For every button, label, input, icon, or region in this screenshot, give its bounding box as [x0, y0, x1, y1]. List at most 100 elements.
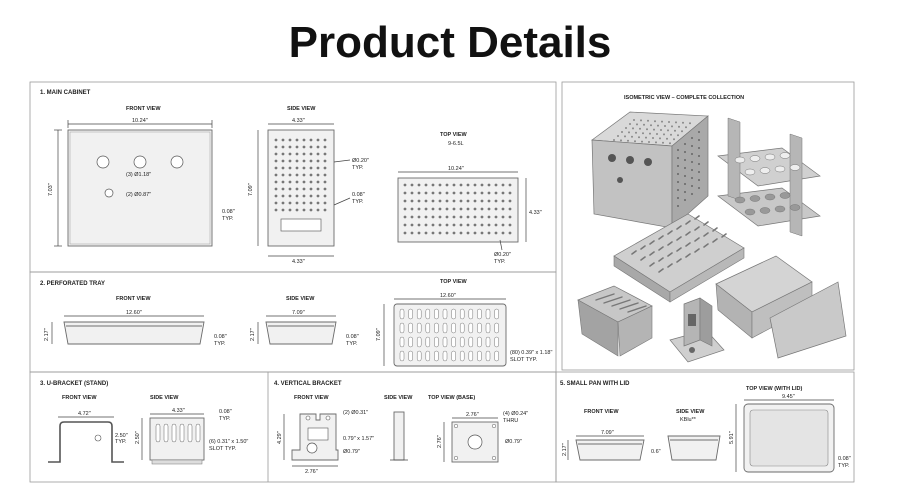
perforation-hole — [480, 191, 484, 195]
slot — [425, 336, 431, 348]
perforation-hole — [691, 185, 693, 187]
iso-small-pan — [715, 255, 847, 359]
perforation-hole — [508, 199, 512, 203]
perforation-hole — [288, 173, 292, 177]
pan-top-view: 9.45" 5.91" 0.08" TYP. — [729, 394, 851, 473]
slot — [640, 245, 646, 250]
perforation-hole — [288, 152, 292, 156]
iso-vertical-bracket — [669, 297, 725, 363]
label-perf-dia: Ø0.20" — [352, 158, 369, 164]
slot — [703, 243, 709, 248]
dim-top-depth: 2.76" — [437, 435, 443, 448]
perforation-hole — [663, 133, 665, 136]
section-heading: 4. VERTICAL BRACKET — [274, 381, 342, 387]
slot — [459, 336, 465, 348]
perforation-hole — [274, 152, 278, 156]
perforation-hole — [452, 183, 456, 187]
tray-front-view: 12.60" 2.17" 0.08" TYP. — [44, 310, 227, 347]
perforation-hole — [281, 173, 285, 177]
perforation-hole — [323, 194, 327, 198]
perforation-hole — [302, 166, 306, 170]
perforation-hole — [288, 208, 292, 212]
slot — [649, 251, 655, 256]
perforation-hole — [682, 121, 684, 124]
perforation-hole — [316, 208, 320, 212]
slot — [694, 237, 700, 242]
perforation-hole — [617, 135, 619, 137]
slot — [408, 322, 413, 334]
perforation-hole — [675, 121, 677, 124]
perforation-hole — [677, 134, 679, 137]
perforation-hole — [691, 169, 693, 171]
rack-hole — [744, 208, 756, 216]
perforation-hole — [684, 183, 686, 185]
perforation-hole — [438, 231, 442, 235]
perforation-hole — [309, 173, 313, 177]
perforation-hole — [288, 187, 292, 191]
label-front-edge: 0.08" — [214, 334, 227, 340]
perforation-hole — [501, 183, 505, 187]
perforation-hole — [466, 183, 470, 187]
perforation-hole — [309, 159, 313, 163]
perforation-hole — [501, 223, 505, 227]
tray-top-view: 12.60" 7.09" (80) 0.39" x 1.18" SLOT TYP… — [376, 293, 552, 367]
perforation-hole — [452, 215, 456, 219]
perforation-hole — [431, 199, 435, 203]
perforation-hole — [648, 141, 650, 143]
label-top-dia: Ø0.79" — [505, 439, 522, 445]
slot — [416, 336, 422, 348]
iso-main-cabinet — [591, 111, 709, 229]
perforation-hole — [684, 191, 686, 193]
frame-small-pan — [555, 371, 855, 483]
svg-text:SLOT TYP.: SLOT TYP. — [209, 446, 237, 452]
perforation-hole — [431, 231, 435, 235]
slot — [627, 305, 647, 313]
perforation-hole — [508, 231, 512, 235]
perforation-hole — [660, 129, 662, 131]
slot — [171, 423, 177, 443]
slot — [434, 350, 439, 362]
perforation-hole — [684, 199, 686, 201]
perforation-hole — [452, 231, 456, 235]
dim-top-depth: 7.09" — [376, 328, 382, 341]
slot — [603, 296, 623, 304]
slot — [416, 322, 422, 334]
perforation-hole — [508, 215, 512, 219]
perforation-hole — [295, 194, 299, 198]
view-label-top: TOP VIEW (BASE) — [428, 395, 475, 401]
perforation-hole — [501, 231, 505, 235]
dim-front-height: 2.50" — [115, 433, 128, 439]
perforation-hole — [698, 163, 700, 165]
perforation-hole — [480, 231, 484, 235]
perforation-hole — [403, 231, 407, 235]
perforation-hole — [410, 223, 414, 227]
slot — [619, 302, 639, 310]
perforation-hole — [494, 207, 498, 211]
perforation-hole — [274, 145, 278, 149]
dim-side-height: 2.50" — [135, 431, 141, 444]
perforation-hole — [274, 173, 278, 177]
perforation-hole — [636, 123, 638, 126]
perforation-hole — [417, 183, 421, 187]
slot — [485, 336, 491, 348]
perforation-hole — [480, 215, 484, 219]
slot — [451, 350, 456, 362]
slot — [712, 238, 718, 243]
perforation-hole — [438, 207, 442, 211]
perforation-hole — [466, 199, 470, 203]
dim-top-depth: 5.91" — [729, 431, 735, 444]
perforation-hole — [316, 194, 320, 198]
perforation-hole — [281, 166, 285, 170]
perforation-hole — [638, 136, 640, 139]
perforation-hole — [274, 208, 278, 212]
label-edge-typ: 0.08" — [222, 209, 235, 215]
perforation-hole — [316, 173, 320, 177]
dim-front-width: 4.72" — [78, 411, 91, 417]
perforation-hole — [689, 122, 691, 125]
perforation-hole — [677, 197, 679, 199]
iso-perforated-tray — [613, 213, 745, 303]
section-perforated-tray: 2. PERFORATED TRAY FRONT VIEW SIDE VIEW … — [40, 279, 552, 367]
slot — [399, 350, 405, 362]
slot — [703, 221, 709, 226]
